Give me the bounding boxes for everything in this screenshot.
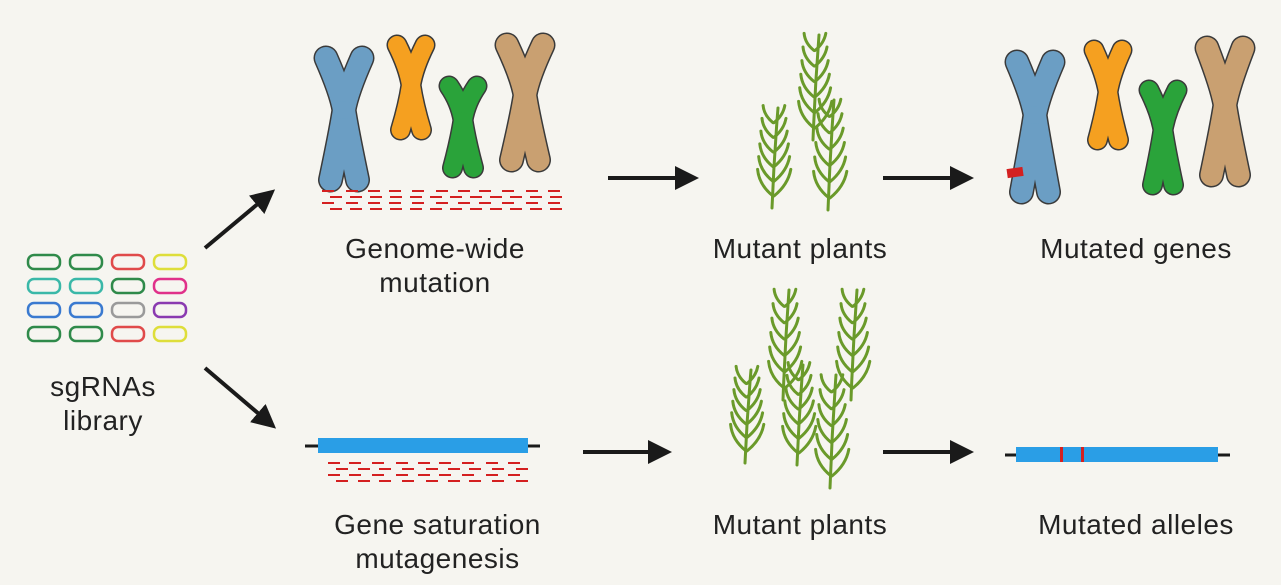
gene-saturation-label: Gene saturation mutagenesis xyxy=(334,509,541,574)
sgrna-library-icon xyxy=(26,253,188,343)
mutant-plants-top-label: Mutant plants xyxy=(712,233,888,264)
sgrna-capsule xyxy=(110,277,146,295)
sgrna-capsule xyxy=(68,301,104,319)
plant-sprig xyxy=(797,31,834,142)
chromosome-icon xyxy=(1138,79,1188,196)
arrow-to-gene-saturation xyxy=(203,366,277,429)
plant-sprig xyxy=(814,373,851,490)
sgrna-capsule xyxy=(68,325,104,343)
library-label: sgRNAs library xyxy=(50,371,156,436)
sgrna-capsule xyxy=(26,277,62,295)
sgrna-capsule xyxy=(152,253,188,271)
chromosome-set-mutated xyxy=(1004,35,1256,205)
chromosome-icon xyxy=(313,45,375,193)
genome-wide-label: Genome-wide mutation xyxy=(345,233,525,298)
arrow-to-genome-wide xyxy=(203,189,276,250)
sgrna-capsule xyxy=(110,301,146,319)
sgrna-capsule xyxy=(110,253,146,271)
chromosome-icon xyxy=(1004,49,1066,205)
sgrna-capsule xyxy=(26,325,62,343)
mutated-genes-label: Mutated genes xyxy=(1040,233,1232,264)
plant-sprig xyxy=(835,287,872,402)
sgrna-dashes-genome xyxy=(322,190,562,210)
mutation-mark xyxy=(1060,447,1063,462)
chromosome-icon xyxy=(494,32,556,173)
mutation-mark xyxy=(1081,447,1084,462)
plant-sprig xyxy=(767,287,804,402)
sgrna-capsule xyxy=(152,301,188,319)
chromosome-set-genome-wide xyxy=(313,32,556,193)
plant-sprig xyxy=(781,361,818,467)
plant-sprig xyxy=(812,97,849,212)
plant-sprig xyxy=(756,104,793,210)
sgrna-capsule xyxy=(152,325,188,343)
mutant-plants-bottom-icon xyxy=(729,287,872,490)
mutant-plants-top-icon xyxy=(756,31,849,212)
chromosome-icon xyxy=(1083,39,1133,151)
sgrna-capsule xyxy=(68,253,104,271)
arrows xyxy=(203,166,974,464)
gene-bar-saturation xyxy=(305,438,540,453)
chromosome-icon xyxy=(386,34,436,141)
chromosome-icon xyxy=(438,75,488,179)
sgrna-capsule xyxy=(26,253,62,271)
sgrna-dashes-gene xyxy=(328,462,528,482)
chromosome-icon xyxy=(1194,35,1256,188)
sgrna-capsule xyxy=(110,325,146,343)
plant-sprig xyxy=(729,364,766,465)
mutation-mark xyxy=(1006,166,1024,179)
sgrna-capsule xyxy=(152,277,188,295)
sgrna-capsule xyxy=(26,301,62,319)
allele-bar-mutated xyxy=(1005,447,1230,462)
sgrna-capsule xyxy=(68,277,104,295)
mutant-plants-bottom-label: Mutant plants xyxy=(712,509,888,540)
mutated-alleles-label: Mutated alleles xyxy=(1038,509,1234,540)
